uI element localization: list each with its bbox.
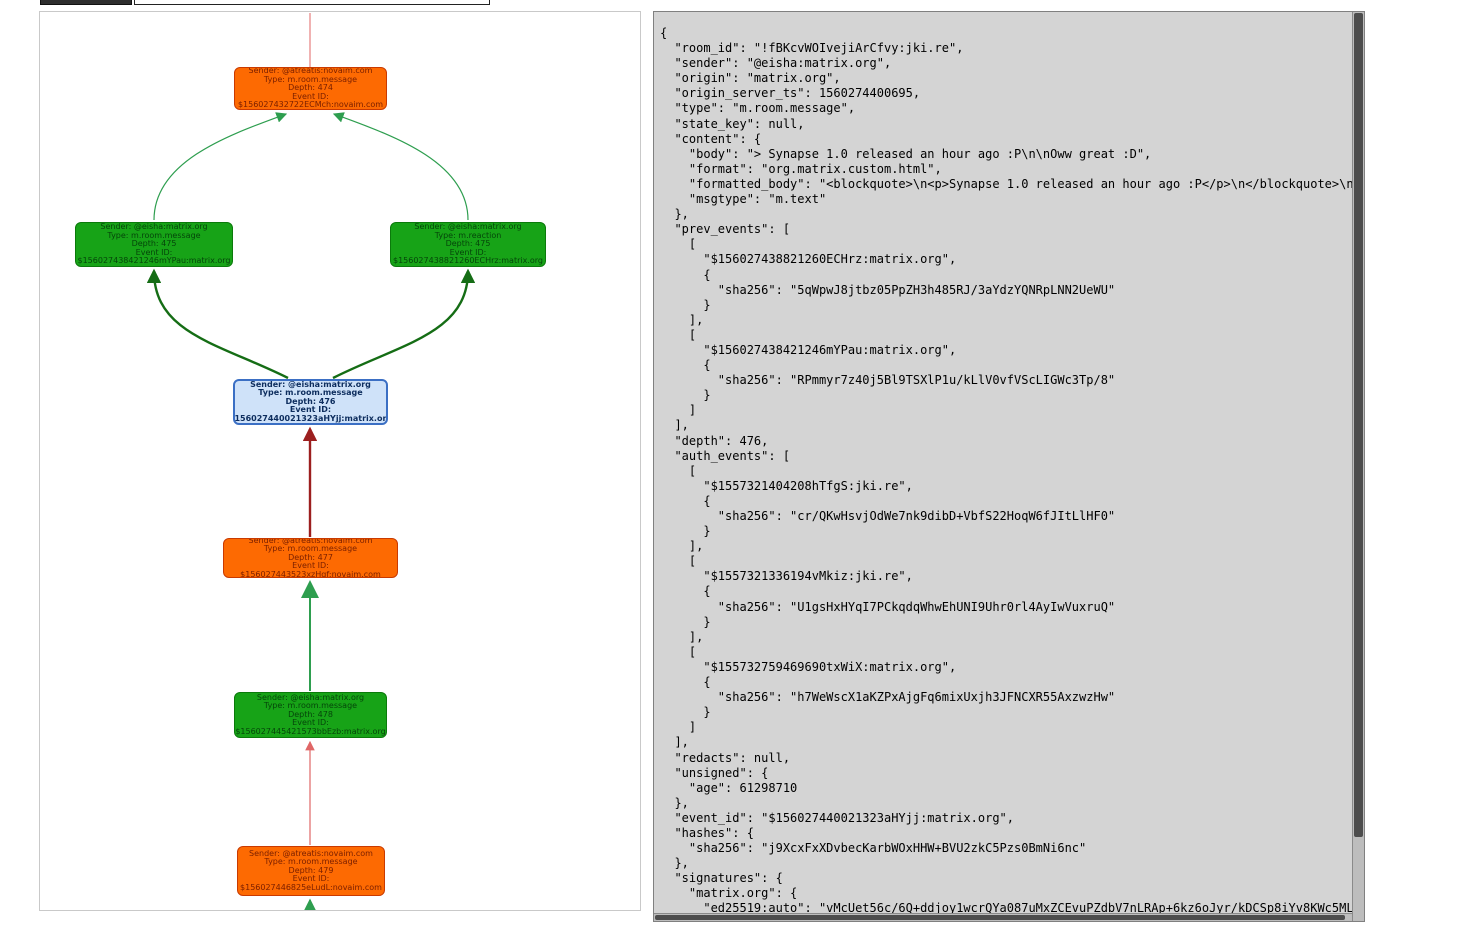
event-json-text: { "room_id": "!fBKcvWOIvejiArCfvy:jki.re…	[660, 26, 1352, 913]
event-node-depth-475-right[interactable]: Sender: @eisha:matrix.org Type: m.reacti…	[390, 222, 546, 267]
vertical-scrollbar-thumb[interactable]	[1354, 13, 1363, 837]
event-node-depth-479[interactable]: Sender: @atreatis:novaim.com Type: m.roo…	[237, 846, 385, 896]
event-node-depth-478[interactable]: Sender: @eisha:matrix.org Type: m.room.m…	[234, 692, 387, 738]
horizontal-scrollbar-thumb[interactable]	[655, 915, 1345, 920]
event-node-depth-477[interactable]: Sender: @atreatis:novaim.com Type: m.roo…	[223, 538, 398, 578]
event-node-depth-476-selected[interactable]: Sender: @eisha:matrix.org Type: m.room.m…	[233, 379, 388, 425]
file-input-partial[interactable]	[134, 0, 490, 5]
edge-476-to-475-left	[146, 268, 289, 380]
edge-476-to-475-right	[332, 268, 476, 380]
dag-edges	[146, 13, 476, 910]
toolbar-partial	[0, 0, 600, 6]
event-node-depth-475-left[interactable]: Sender: @eisha:matrix.org Type: m.room.m…	[75, 222, 233, 267]
dag-graph-panel[interactable]: Sender: @atreatis:novaim.com Type: m.roo…	[39, 11, 641, 911]
vertical-scrollbar[interactable]	[1352, 12, 1364, 921]
choose-file-button-partial[interactable]	[40, 0, 132, 5]
edge-475-left-to-474	[153, 112, 288, 221]
event-node-depth-474[interactable]: Sender: @atreatis:novaim.com Type: m.roo…	[234, 67, 387, 110]
edge-475-right-to-474	[332, 112, 469, 221]
event-json-panel: { "room_id": "!fBKcvWOIvejiArCfvy:jki.re…	[653, 11, 1365, 922]
horizontal-scrollbar[interactable]	[654, 913, 1352, 921]
